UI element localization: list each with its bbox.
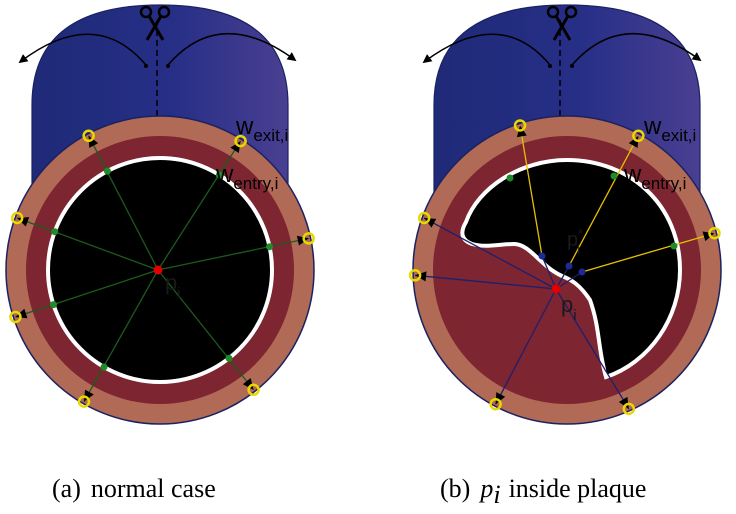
scissors-icon <box>139 5 171 41</box>
ray-arrow-b-u-1 <box>628 135 639 148</box>
ray-a-3 <box>157 269 255 391</box>
inner-marker-b-2 <box>578 268 586 276</box>
caption-b-var-sub: i <box>493 480 500 509</box>
point-sub-a: i <box>177 285 180 302</box>
entry-sub-a: entry,i <box>233 174 278 193</box>
entry-marker-b-0 <box>506 174 514 182</box>
ray-b-plaque-1 <box>415 274 557 290</box>
point-label-a: p <box>165 270 177 295</box>
scissors-icon <box>546 5 578 41</box>
exit-marker-a-2 <box>302 232 315 245</box>
ray-arrow-a-4 <box>84 389 94 402</box>
exit-label-b: w <box>643 113 662 140</box>
inner-point-label-b: p <box>567 229 578 251</box>
ray-b-in-2 <box>555 271 583 290</box>
center-point-a <box>153 265 163 275</box>
entry-marker-a-0 <box>103 167 111 175</box>
inner-marker-b-1 <box>565 262 573 270</box>
ray-a-5 <box>15 269 159 318</box>
ray-b-out-0 <box>519 125 543 257</box>
ray-arrow-a-2 <box>296 235 309 246</box>
ray-arrow-a-1 <box>230 141 241 154</box>
panel-a: pi wexit,i wentry,i <box>5 4 315 425</box>
entry-sub-b: entry,i <box>641 174 686 193</box>
ray-b-plaque-0 <box>423 217 557 290</box>
ray-a-4 <box>83 269 159 402</box>
rays-a <box>9 129 315 408</box>
entry-label-b: w <box>623 161 642 188</box>
entry-marker-b-2 <box>670 242 678 250</box>
caption-b-var: p <box>478 474 493 503</box>
exit-marker-b-u-1 <box>632 129 645 143</box>
ray-b-out-2 <box>581 232 715 273</box>
entry-marker-a-6 <box>51 228 59 236</box>
exit-marker-a-5 <box>9 310 22 324</box>
exit-marker-a-0 <box>82 129 95 143</box>
svg-text:wexit,i: wexit,i <box>235 113 288 145</box>
ray-arrow-b-l-0 <box>424 218 437 228</box>
ray-a-1 <box>157 140 242 271</box>
exit-marker-b-l-3 <box>622 402 636 416</box>
svg-text:wexit,i: wexit,i <box>643 113 696 145</box>
ray-arrow-b-u-2 <box>702 231 715 242</box>
entry-marker-a-4 <box>100 363 108 371</box>
cut-arrow-icon <box>18 33 147 66</box>
cut-arrow-icon <box>167 32 297 66</box>
exit-marker-b-u-0 <box>513 119 527 132</box>
ray-b-plaque-3 <box>555 288 630 410</box>
ray-a-6 <box>16 217 159 271</box>
exit-marker-b-l-1 <box>408 269 422 282</box>
ray-arrow-b-l-3 <box>618 396 629 409</box>
inner-point-sup-b: * <box>578 226 583 241</box>
entry-marker-a-3 <box>225 354 233 362</box>
exit-sub-b: exit,i <box>661 126 696 145</box>
cut-arrow-icon <box>422 33 551 66</box>
exit-marker-a-3 <box>247 383 260 397</box>
caption-a-text: normal case <box>91 474 216 503</box>
exit-marker-b-l-0 <box>417 211 431 225</box>
caption-a: (a) normal case <box>52 474 216 503</box>
cut-arrow-icon <box>571 32 702 66</box>
ray-arrow-a-5 <box>15 308 28 319</box>
svg-text:pi: pi <box>561 292 577 324</box>
exit-sub-a: exit,i <box>253 126 288 145</box>
entry-marker-a-2 <box>266 243 274 251</box>
svg-text:wentry,i: wentry,i <box>215 161 278 193</box>
inner-point-sub-b: i <box>577 242 580 257</box>
ray-a-2 <box>157 237 309 271</box>
svg-text:p*i: p*i <box>567 226 583 257</box>
svg-text:pi: pi <box>165 270 181 302</box>
ray-b-plaque-2 <box>495 288 557 405</box>
exit-marker-a-6 <box>10 211 24 225</box>
exit-marker-a-1 <box>234 134 247 148</box>
exit-marker-a-4 <box>77 395 91 408</box>
exit-marker-b-u-2 <box>708 226 721 240</box>
center-point-b <box>551 284 561 294</box>
caption-b-text: inside plaque <box>509 474 647 503</box>
ray-arrow-b-l-2 <box>495 392 506 405</box>
caption-b-prefix: (b) <box>440 474 470 503</box>
point-sub-b: i <box>573 307 576 324</box>
ray-arrow-a-0 <box>88 135 99 148</box>
exit-label-a: w <box>235 113 254 140</box>
ray-b-in-0 <box>541 255 557 290</box>
svg-text:wentry,i: wentry,i <box>623 161 686 193</box>
caption-a-prefix: (a) <box>52 474 81 503</box>
ray-a-0 <box>88 135 159 271</box>
entry-marker-a-5 <box>49 301 57 309</box>
caption-b: (b) pi inside plaque <box>440 474 646 509</box>
entry-marker-a-1 <box>215 171 223 179</box>
ray-arrow-a-6 <box>17 217 30 227</box>
exit-marker-b-l-2 <box>489 397 502 411</box>
point-label-b: p <box>561 292 573 317</box>
entry-marker-b-1 <box>610 172 618 180</box>
panel-b: pi p*i wexit,i wentry,i <box>408 4 722 425</box>
inner-marker-b-0 <box>538 252 546 260</box>
ray-b-out-1 <box>568 135 639 267</box>
entry-label-a: w <box>215 161 234 188</box>
